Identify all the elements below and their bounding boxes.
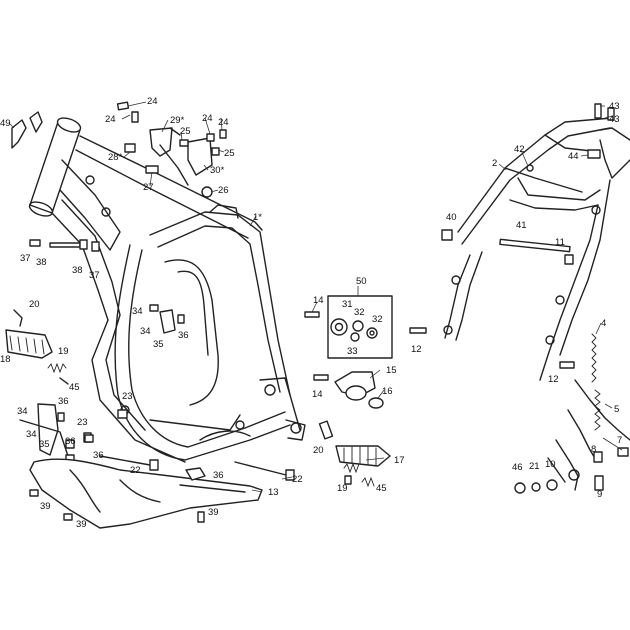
callout-16: 16 <box>382 386 393 397</box>
callout-45: 45 <box>69 382 80 393</box>
callout-8: 8 <box>591 444 596 455</box>
callout-34: 34 <box>17 406 28 417</box>
callout-22: 22 <box>292 474 303 485</box>
callout-36: 36 <box>58 396 69 407</box>
callout-labels: 49 24 24 29* 24 24 25 25 28* 27 30* 26 1… <box>0 96 622 530</box>
callout-5: 5 <box>614 404 619 415</box>
callout-34: 34 <box>132 306 143 317</box>
callout-45: 45 <box>376 483 387 494</box>
box-50 <box>327 295 393 359</box>
callout-24: 24 <box>202 113 213 124</box>
callout-34: 34 <box>140 326 151 337</box>
callout-38: 38 <box>72 265 83 276</box>
callout-20: 20 <box>313 445 324 456</box>
callout-42: 42 <box>514 144 525 155</box>
center-hardware <box>29 304 295 523</box>
callout-12: 12 <box>548 374 559 385</box>
subframe <box>441 103 630 494</box>
callout-36: 36 <box>213 470 224 481</box>
callout-4: 4 <box>601 318 606 329</box>
callout-30: 30* <box>210 165 225 176</box>
callout-41: 41 <box>516 220 527 231</box>
callout-43: 43 <box>609 114 620 125</box>
callout-37: 37 <box>89 270 100 281</box>
callout-39: 39 <box>76 519 87 530</box>
callout-10: 10 <box>545 459 556 470</box>
callout-35: 35 <box>153 339 164 350</box>
main-frame <box>28 117 306 463</box>
callout-49: 49 <box>0 118 11 129</box>
callout-19: 19 <box>337 483 348 494</box>
callout-17: 17 <box>394 455 405 466</box>
callout-38: 38 <box>36 257 47 268</box>
right-footpeg-assembly <box>304 295 427 488</box>
callout-25: 25 <box>180 126 191 137</box>
callout-13: 13 <box>268 487 279 498</box>
callout-25: 25 <box>224 148 235 159</box>
callout-31: 31 <box>342 299 353 310</box>
callout-37: 37 <box>20 253 31 264</box>
callout-12: 12 <box>411 344 422 355</box>
callout-50: 50 <box>356 276 367 287</box>
callout-34: 34 <box>26 429 37 440</box>
callout-26: 26 <box>218 185 229 196</box>
callout-35: 35 <box>39 439 50 450</box>
callout-32: 32 <box>372 314 383 325</box>
callout-29: 29* <box>170 115 185 126</box>
callout-23: 23 <box>122 391 133 402</box>
leader-lines <box>8 101 623 493</box>
callout-2: 2 <box>492 158 497 169</box>
callout-27: 27 <box>143 182 154 193</box>
callout-9: 9 <box>597 489 602 500</box>
callout-39: 39 <box>40 501 51 512</box>
top-bracket-assembly <box>116 101 227 198</box>
left-hardware <box>5 111 100 464</box>
callout-39: 39 <box>208 507 219 518</box>
callout-20: 20 <box>29 299 40 310</box>
callout-36: 36 <box>65 436 76 447</box>
callout-24: 24 <box>218 117 229 128</box>
callout-14: 14 <box>313 295 324 306</box>
callout-36: 36 <box>93 450 104 461</box>
callout-22: 22 <box>130 465 141 476</box>
callout-24: 24 <box>147 96 158 107</box>
callout-7: 7 <box>617 435 622 446</box>
callout-46: 46 <box>512 462 523 473</box>
callout-23: 23 <box>77 417 88 428</box>
skid-plate <box>29 458 263 529</box>
callout-11: 11 <box>555 237 565 248</box>
callout-32: 32 <box>354 307 365 318</box>
callout-15: 15 <box>386 365 397 376</box>
callout-24: 24 <box>105 114 116 125</box>
callout-19: 19 <box>58 346 69 357</box>
callout-43: 43 <box>609 101 620 112</box>
callout-21: 21 <box>529 461 540 472</box>
callout-28: 28* <box>108 152 123 163</box>
callout-18: 18 <box>0 354 11 365</box>
callout-1: 1* <box>253 212 262 223</box>
callout-40: 40 <box>446 212 457 223</box>
callout-33: 33 <box>347 346 358 357</box>
callout-36: 36 <box>178 330 189 341</box>
callout-14: 14 <box>312 389 323 400</box>
callout-44: 44 <box>568 151 579 162</box>
